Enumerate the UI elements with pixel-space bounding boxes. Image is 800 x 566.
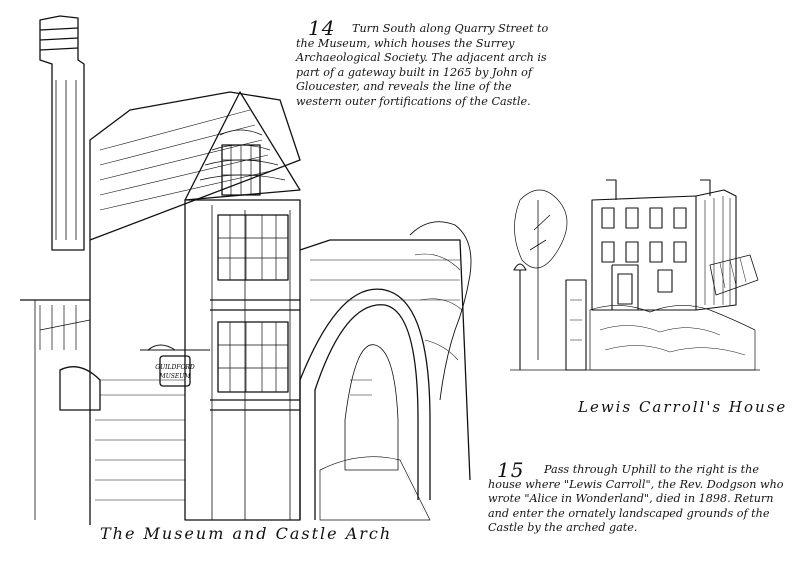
museum-sign: GUILDFORD MUSEUM	[155, 364, 195, 380]
section-14-number: 14	[308, 16, 336, 40]
sign-line-2: MUSEUM	[159, 373, 192, 380]
section-15-number: 15	[497, 458, 525, 482]
museum-castle-arch-caption: The Museum and Castle Arch	[100, 524, 393, 543]
lewis-carroll-house-caption: Lewis Carroll's House	[578, 398, 788, 416]
section-14-description: Turn South along Quarry Street to the Mu…	[296, 22, 549, 108]
lewis-carroll-house-sketch	[510, 179, 760, 371]
museum-castle-arch-sketch: GUILDFORD MUSEUM	[20, 15, 472, 525]
section-15-description: Pass through Uphill to the right is the …	[488, 463, 784, 534]
sign-line-1: GUILDFORD	[155, 364, 195, 371]
